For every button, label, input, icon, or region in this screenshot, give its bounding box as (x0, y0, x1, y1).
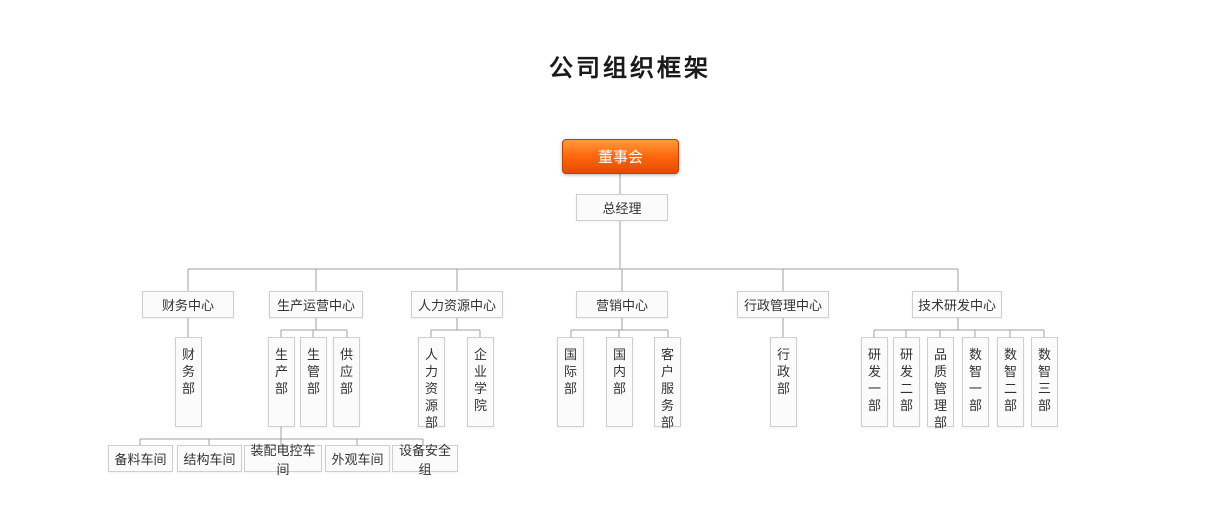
dept-admin: 行政部 (770, 337, 797, 427)
dept-customer-service: 客户服务部 (654, 337, 681, 431)
workshop-appearance: 外观车间 (325, 445, 390, 472)
dept-digital-1: 数智一部 (962, 337, 989, 427)
center-marketing: 营销中心 (576, 291, 668, 318)
dept-domestic: 国内部 (606, 337, 633, 427)
dept-international: 国际部 (557, 337, 584, 427)
workshop-equipment-safety: 设备安全组 (392, 444, 458, 478)
center-admin: 行政管理中心 (737, 291, 829, 318)
dept-digital-3: 数智三部 (1031, 337, 1058, 427)
center-rnd: 技术研发中心 (912, 291, 1002, 318)
workshop-assembly: 装配电控车间 (244, 444, 322, 478)
dept-rnd-1: 研发一部 (861, 337, 888, 427)
center-finance: 财务中心 (142, 291, 234, 318)
dept-finance: 财务部 (175, 337, 202, 427)
workshop-prep: 备料车间 (108, 445, 173, 472)
workshop-structure: 结构车间 (177, 445, 242, 472)
dept-digital-2: 数智二部 (997, 337, 1024, 427)
dept-production-mgmt: 生管部 (300, 337, 327, 427)
general-manager-box: 总经理 (576, 194, 668, 221)
dept-rnd-2: 研发二部 (893, 337, 920, 427)
chart-title: 公司组织框架 (549, 54, 711, 82)
dept-quality: 品质管理部 (927, 337, 954, 431)
dept-academy: 企业学院 (467, 337, 494, 427)
center-hr: 人力资源中心 (411, 291, 503, 318)
dept-production: 生产部 (268, 337, 295, 427)
dept-supply: 供应部 (333, 337, 360, 427)
center-production: 生产运营中心 (269, 291, 363, 318)
board-of-directors-box: 董事会 (562, 139, 679, 174)
dept-hr: 人力资源部 (418, 337, 445, 431)
